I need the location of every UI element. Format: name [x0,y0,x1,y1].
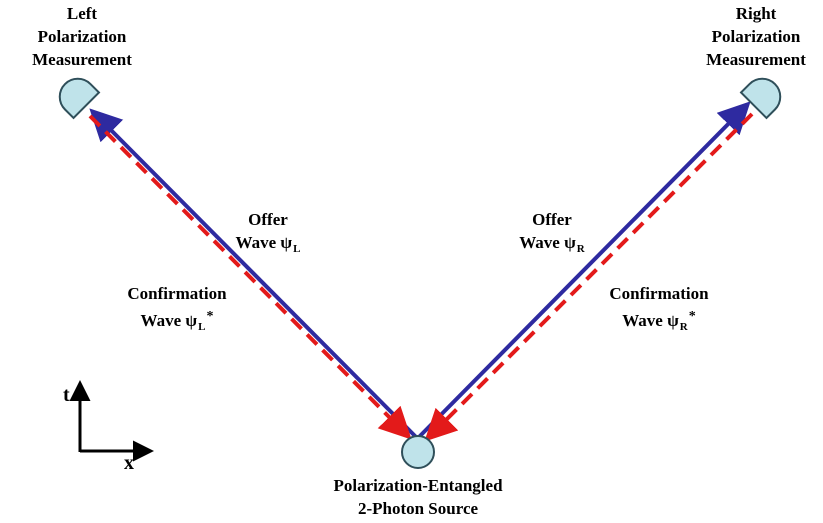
confirm-right-superscript: * [688,309,696,324]
source-line-1: Polarization-Entangled [333,476,503,495]
right-measurement-line-2: Polarization [711,27,801,46]
confirmation-wave-left-label: Confirmation Wave ψL* [112,282,242,339]
confirm-left-subscript: L [198,321,206,333]
offer-left-line-2: Wave ψ [235,233,293,252]
offer-right-subscript: R [576,243,585,255]
t-axis-label: t [63,384,70,406]
offer-wave-left-label: Offer Wave ψL [218,208,318,261]
confirmation-wave-right-line [424,112,754,442]
source-line-2: 2-Photon Source [357,499,479,518]
left-detector-icon [58,77,101,120]
left-measurement-line-1: Left [66,4,98,23]
offer-left-subscript: L [293,243,301,255]
photon-source-icon [401,435,435,469]
offer-wave-right-line [416,101,751,440]
confirmation-wave-left-line [88,114,412,440]
source-label: Polarization-Entangled 2-Photon Source [298,474,538,520]
left-measurement-line-2: Polarization [37,27,127,46]
offer-wave-left-line [89,108,419,440]
right-measurement-line-1: Right [735,4,777,23]
right-measurement-line-3: Measurement [706,50,806,69]
right-detector-icon [739,77,782,120]
x-axis-label: x [124,452,134,474]
confirmation-wave-right-label: Confirmation Wave ψR* [594,282,724,339]
offer-wave-right-label: Offer Wave ψR [502,208,602,261]
right-measurement-label: Right Polarization Measurement [696,2,816,71]
confirm-left-line-1: Confirmation [127,284,227,303]
offer-right-line-2: Wave ψ [519,233,576,252]
offer-left-line-1: Offer [248,210,288,229]
confirm-left-line-2: Wave ψ [140,311,198,330]
confirm-right-subscript: R [679,321,688,333]
offer-right-line-1: Offer [532,210,572,229]
left-measurement-line-3: Measurement [32,50,132,69]
left-measurement-label: Left Polarization Measurement [22,2,142,71]
confirm-left-superscript: * [206,309,214,324]
confirm-right-line-1: Confirmation [609,284,709,303]
confirm-right-line-2: Wave ψ [622,311,679,330]
